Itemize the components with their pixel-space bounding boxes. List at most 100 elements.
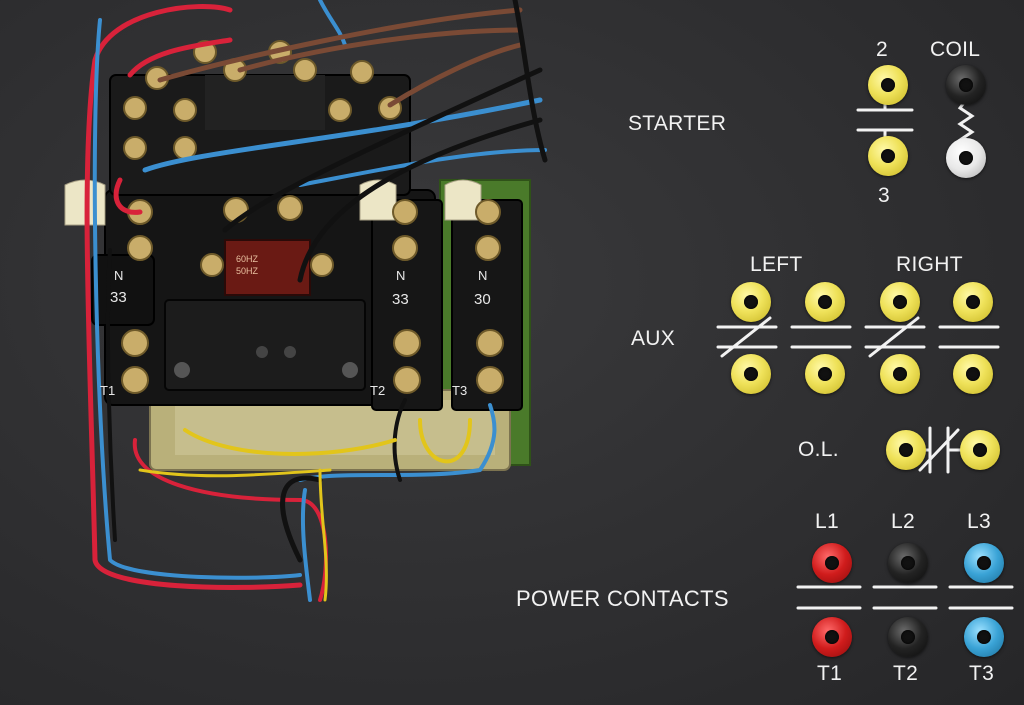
wire-black [512, 0, 548, 163]
wire-brown [387, 42, 523, 108]
top-block-center [205, 75, 325, 130]
aux-left-nc-slash [720, 316, 772, 358]
coil-rating: 60HZ [236, 254, 259, 264]
terminal-marking-t3: T3 [452, 383, 467, 398]
terminal-screw [393, 366, 421, 394]
block-marking: 33 [392, 291, 409, 308]
starter-contact-number-3: 3 [878, 184, 890, 207]
block-marking: 33 [110, 289, 127, 306]
coil-rating: 50HZ [236, 266, 259, 276]
load-label-t3: T3 [969, 662, 995, 685]
starter-jack-3[interactable] [868, 136, 908, 176]
starter-jack-2[interactable] [868, 65, 908, 105]
terminal-marking-t1: T1 [100, 383, 115, 398]
wire-blue [318, 0, 347, 47]
aux-left-nc-jack-bottom[interactable] [731, 354, 771, 394]
wire-brown [237, 27, 523, 73]
starter-contact-number-2: 2 [876, 38, 888, 61]
power-jack-l3[interactable] [964, 543, 1004, 583]
coil-jack-top[interactable] [946, 65, 986, 105]
overload-slash [918, 428, 960, 472]
aux-left-nc-jack-top[interactable] [731, 282, 771, 322]
terminal-screw [277, 195, 303, 221]
block-marking: N [396, 268, 405, 283]
aux-right-nc-slash [868, 316, 920, 358]
load-label-t2: T2 [893, 662, 919, 685]
coil-jack-bottom[interactable] [946, 138, 986, 178]
actuator-hole [342, 362, 358, 378]
starter-label: STARTER [628, 112, 727, 135]
aux-left-no-jack-bottom[interactable] [805, 354, 845, 394]
load-label-t1: T1 [817, 662, 843, 685]
terminal-screw [121, 366, 149, 394]
terminal-screw [293, 58, 317, 82]
aux-right-no-jack-top[interactable] [953, 282, 993, 322]
wire-red [84, 4, 303, 590]
wire-blue [300, 488, 312, 602]
power-contacts-label: POWER CONTACTS [516, 586, 729, 611]
actuator-hole [284, 346, 296, 358]
terminal-screw [476, 329, 504, 357]
terminal-marking-t2: T2 [370, 383, 385, 398]
wire-black [222, 67, 543, 233]
power-jack-t2[interactable] [888, 617, 928, 657]
power-jack-l1[interactable] [812, 543, 852, 583]
aux-left-no-jack-top[interactable] [805, 282, 845, 322]
terminal-screw [392, 235, 418, 261]
aux-right-nc-jack-bottom[interactable] [880, 354, 920, 394]
terminal-screw [123, 96, 147, 120]
coil-window [224, 239, 311, 296]
terminal-screw [200, 253, 224, 277]
overload-label: O.L. [798, 438, 839, 461]
terminal-screw [123, 136, 147, 160]
aux-left-label: LEFT [750, 253, 803, 276]
wire-yellow [138, 468, 332, 478]
actuator-cover [164, 299, 366, 391]
line-label-l3: L3 [967, 510, 991, 533]
actuator-hole [256, 346, 268, 358]
actuator-hole [174, 362, 190, 378]
line-label-l2: L2 [891, 510, 915, 533]
block-marking: 30 [474, 291, 491, 308]
wire-black [280, 475, 323, 563]
aux-label: AUX [631, 327, 676, 350]
terminal-screw [393, 329, 421, 357]
wire-black [392, 398, 407, 482]
wire-black [105, 248, 117, 542]
block-marking: N [114, 268, 123, 283]
line-label-l1: L1 [815, 510, 839, 533]
power-jack-t3[interactable] [964, 617, 1004, 657]
terminal-screw [127, 235, 153, 261]
wire-blue [92, 18, 302, 580]
overload-jack-right[interactable] [960, 430, 1000, 470]
wire-red [127, 37, 233, 78]
aux-right-no-jack-bottom[interactable] [953, 354, 993, 394]
aux-right-label: RIGHT [896, 253, 963, 276]
power-jack-l2[interactable] [888, 543, 928, 583]
terminal-screw [121, 329, 149, 357]
terminal-screw [173, 98, 197, 122]
wire-black [297, 117, 543, 283]
wire-yellow [318, 468, 328, 602]
terminal-screw [475, 235, 501, 261]
wire-red [113, 177, 143, 215]
wire-yellow [183, 428, 397, 456]
overload-jack-left[interactable] [886, 430, 926, 470]
power-jack-t1[interactable] [812, 617, 852, 657]
terminal-screw [476, 366, 504, 394]
terminal-screw [392, 199, 418, 225]
terminal-screw [350, 60, 374, 84]
block-marking: N [478, 268, 487, 283]
terminal-screw [475, 199, 501, 225]
aux-right-nc-jack-top[interactable] [880, 282, 920, 322]
wire-brown [157, 7, 523, 83]
wire-yellow [418, 418, 472, 464]
coil-label: COIL [930, 38, 981, 61]
terminal-screw [310, 253, 334, 277]
wire-blue [298, 403, 497, 482]
wire-blue [142, 97, 543, 173]
terminal-screw [328, 98, 352, 122]
